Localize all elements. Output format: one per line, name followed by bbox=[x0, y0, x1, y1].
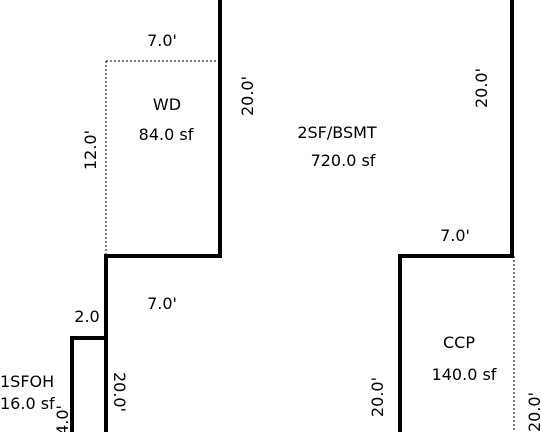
dim-wd-top: 7.0' bbox=[147, 31, 177, 50]
dim-lower-left: 20.0' bbox=[110, 372, 129, 412]
area-main-size: 720.0 sf bbox=[311, 151, 376, 170]
area-ccp-name: CCP bbox=[443, 333, 475, 352]
area-main-name: 2SF/BSMT bbox=[297, 123, 377, 142]
dim-wd-left: 12.0' bbox=[81, 130, 100, 170]
dim-step-top: 7.0' bbox=[147, 294, 177, 313]
area-wd-size: 84.0 sf bbox=[139, 125, 194, 144]
dim-ccp-right: 20.0' bbox=[525, 392, 541, 432]
dim-ccp-left: 20.0' bbox=[368, 377, 387, 417]
area-wd-name: WD bbox=[153, 95, 181, 114]
area-sfoh-size: 16.0 sf bbox=[0, 394, 55, 413]
dotted-boundaries bbox=[105, 60, 515, 432]
dim-main-left-upper: 20.0' bbox=[238, 76, 257, 116]
area-sfoh-name: 1SFOH bbox=[0, 372, 54, 391]
area-ccp-size: 140.0 sf bbox=[432, 365, 497, 384]
dim-sfoh-side: 4.0' bbox=[53, 405, 72, 432]
dimension-labels: 7.0' 12.0' 20.0' 20.0' 7.0' 7.0' 2.0 20.… bbox=[53, 31, 541, 432]
dim-main-right-upper: 20.0' bbox=[472, 68, 491, 108]
dim-ccp-top: 7.0' bbox=[440, 226, 470, 245]
dim-sfoh-top: 2.0 bbox=[74, 307, 99, 326]
area-labels: WD 84.0 sf 2SF/BSMT 720.0 sf CCP 140.0 s… bbox=[0, 95, 497, 413]
walls bbox=[70, 0, 514, 432]
